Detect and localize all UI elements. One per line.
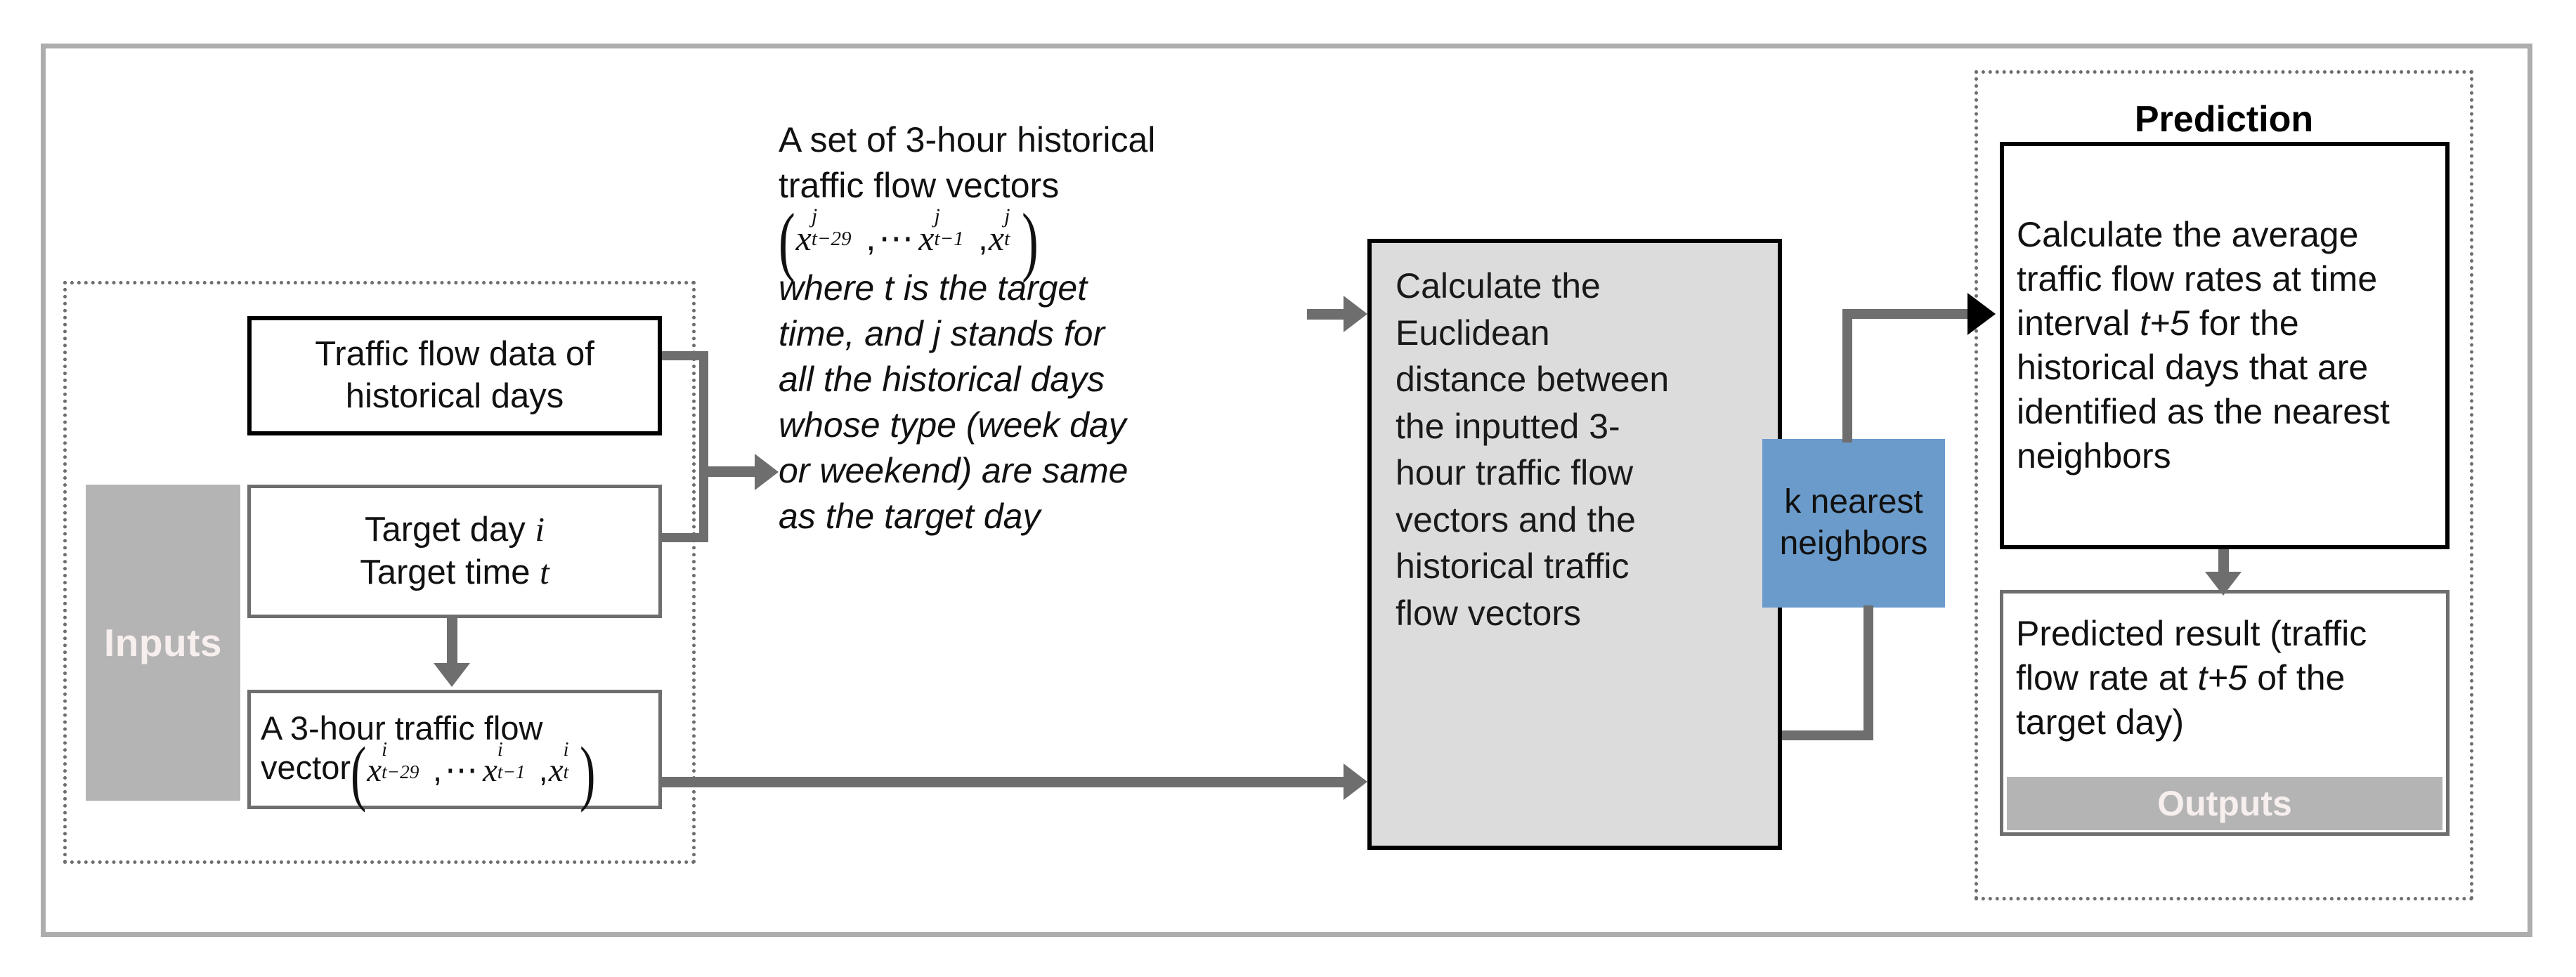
arrow-prediction-to-result: [2205, 572, 2242, 596]
arrow-knn-to-prediction: [1967, 293, 1996, 335]
predicted-result-line3: target day): [2016, 702, 2185, 742]
connector-vector-to-euclid-line: [662, 777, 1351, 787]
knn-line1: k nearest: [1784, 483, 1923, 521]
knn-line2: neighbors: [1779, 525, 1928, 562]
predicted-result-line2: flow rate at t+5 of the: [2016, 656, 2440, 700]
prediction-calc-line6: neighbors: [2017, 436, 2171, 476]
predicted-result-prefix: flow rate at: [2016, 658, 2198, 697]
prediction-calc-interval-value: t+5: [2140, 303, 2190, 343]
historical-vectors-line1: A set of 3-hour historical: [779, 120, 1156, 159]
comma-1-i: ,: [432, 750, 443, 788]
target-day-line: Target day i: [261, 509, 649, 551]
ellipsis-j: ⋯: [878, 218, 916, 258]
euclidean-line3: distance between: [1396, 360, 1670, 399]
target-day-variable: i: [535, 510, 545, 549]
target-time-variable: t: [540, 553, 549, 591]
inputs-group-boundary: [63, 281, 696, 864]
connector-hist-data-stub: [662, 351, 708, 360]
box-historical-vectors: A set of 3-hour historical traffic flow …: [757, 96, 1327, 740]
euclidean-line1: Calculate the: [1396, 266, 1601, 306]
historical-vectors-note6: as the target day: [779, 497, 1041, 536]
connector-prediction-to-result-line: [2218, 549, 2229, 579]
outputs-label: Outputs: [2157, 784, 2292, 823]
euclidean-line6: vectors and the: [1396, 499, 1636, 539]
connector-knn-to-prediction-vertical: [1842, 309, 1852, 442]
inputs-band: Inputs: [86, 485, 240, 801]
historical-vectors-note1: where t is the target: [779, 268, 1088, 308]
arrow-to-hist-vectors: [755, 454, 779, 490]
prediction-title: Prediction: [2134, 99, 2314, 140]
prediction-group-boundary: [1975, 70, 2473, 900]
predicted-result-line1: Predicted result (traffic: [2016, 614, 2367, 653]
arrow-hist-to-euclid: [1344, 296, 1367, 332]
connector-knn-to-prediction-horizontal: [1842, 309, 1976, 319]
prediction-calc-line1: Calculate the average: [2017, 215, 2359, 254]
input-vector-line1: A 3-hour traffic flow: [261, 709, 543, 747]
outputs-band: Outputs: [2007, 777, 2442, 830]
box-k-nearest-neighbors: k nearest neighbors: [1762, 439, 1945, 608]
connector-target-stub: [662, 533, 708, 542]
target-time-label: Target time: [360, 553, 540, 591]
target-time-line: Target time t: [261, 551, 649, 594]
input-vector-prefix: vector: [261, 749, 351, 787]
historical-vectors-note3: all the historical days: [779, 360, 1105, 399]
euclidean-line5: hour traffic flow: [1396, 453, 1634, 492]
euclidean-line4: the inputted 3-: [1396, 406, 1620, 446]
target-day-label: Target day: [364, 511, 535, 549]
box-prediction-calculation: Calculate the average traffic flow rates…: [2000, 142, 2450, 549]
historical-data-line2: historical days: [345, 377, 564, 415]
arrow-target-to-vector: [434, 663, 470, 687]
comma-2-j: ,: [977, 218, 988, 258]
historical-vectors-note4: whose type (week day: [779, 405, 1126, 445]
prediction-calc-line4: historical days that are: [2017, 348, 2369, 387]
predicted-result-time-value: t+5: [2197, 658, 2248, 697]
prediction-calc-interval-suffix: for the: [2189, 303, 2299, 343]
connector-euclid-to-knn-vertical: [1863, 605, 1873, 740]
comma-1-j: ,: [866, 218, 876, 258]
euclidean-line8: flow vectors: [1396, 593, 1581, 633]
euclidean-line7: historical traffic: [1396, 546, 1629, 586]
box-target-day-time: Target day i Target time t: [247, 485, 662, 618]
historical-vectors-line2: traffic flow vectors: [779, 166, 1060, 205]
box-historical-data: Traffic flow data of historical days: [247, 316, 662, 435]
inputs-label: Inputs: [104, 621, 222, 664]
prediction-calc-line3: interval t+5 for the: [2017, 301, 2440, 346]
historical-vectors-note2: time, and j stands for: [779, 314, 1105, 353]
connector-target-to-vector-line: [447, 618, 457, 667]
euclidean-line2: Euclidean: [1396, 313, 1550, 353]
comma-2-i: ,: [538, 750, 548, 788]
connector-to-hist-vectors-line: [703, 466, 758, 477]
prediction-calc-line5: identified as the nearest: [2017, 392, 2390, 431]
ellipsis-i: ⋯: [445, 752, 480, 789]
connector-hist-to-euclid-line: [1307, 309, 1352, 320]
connector-bracket-vertical: [699, 351, 708, 542]
box-euclidean-distance: Calculate the Euclidean distance between…: [1367, 239, 1782, 850]
connector-euclid-to-knn-horizontal: [1782, 730, 1873, 740]
prediction-calc-interval-label: interval: [2017, 303, 2140, 343]
historical-data-line1: Traffic flow data of: [315, 335, 594, 374]
historical-vectors-note5: or weekend) are same: [779, 451, 1128, 490]
predicted-result-suffix: of the: [2247, 658, 2346, 697]
arrow-vector-to-euclid: [1344, 763, 1367, 800]
prediction-calc-line2: traffic flow rates at time: [2017, 259, 2378, 299]
